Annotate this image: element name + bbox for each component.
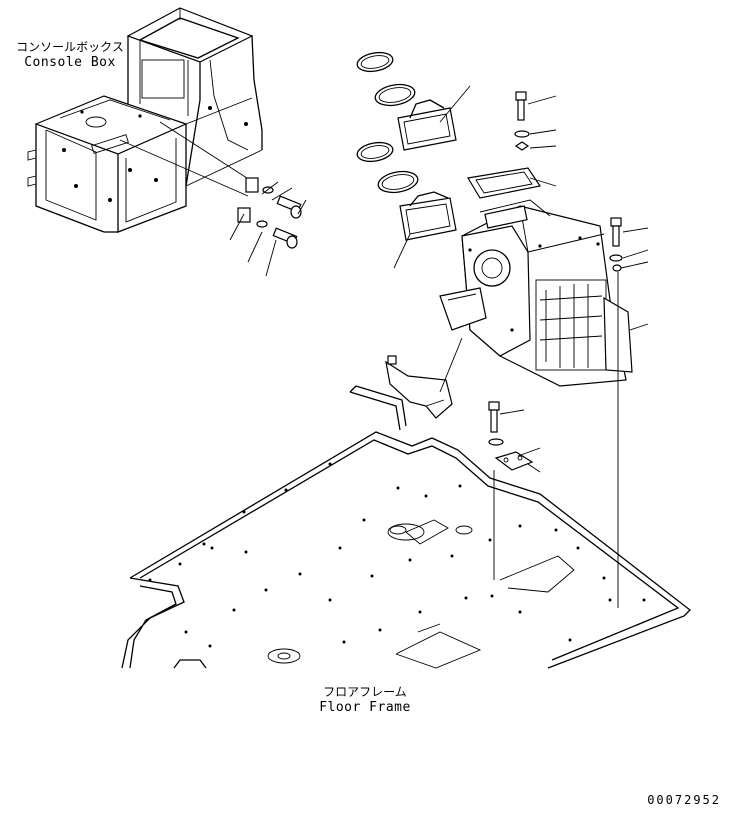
bolt-set-upper (514, 91, 557, 151)
bolt-set-lower (488, 401, 541, 580)
support-bracket (349, 337, 463, 431)
console-box-label: コンソールボックス Console Box (0, 38, 140, 70)
floor-frame-label-en: Floor Frame (319, 700, 411, 715)
bolt-set-right (609, 217, 649, 608)
floor-frame-label: フロアフレーム Floor Frame (290, 683, 440, 715)
floor-frame (121, 431, 691, 669)
console-box-label-en: Console Box (24, 55, 116, 70)
console-box-label-jp: コンソールボックス (16, 40, 124, 54)
hvac-unit (439, 199, 649, 387)
console-box (27, 7, 263, 233)
duct-lower (356, 141, 457, 269)
console-clip-hardware (119, 121, 307, 277)
drawing-number: 00072952 (647, 793, 721, 807)
duct-gasket (467, 167, 557, 199)
duct-upper (356, 51, 471, 151)
floor-frame-label-jp: フロアフレーム (323, 685, 407, 699)
